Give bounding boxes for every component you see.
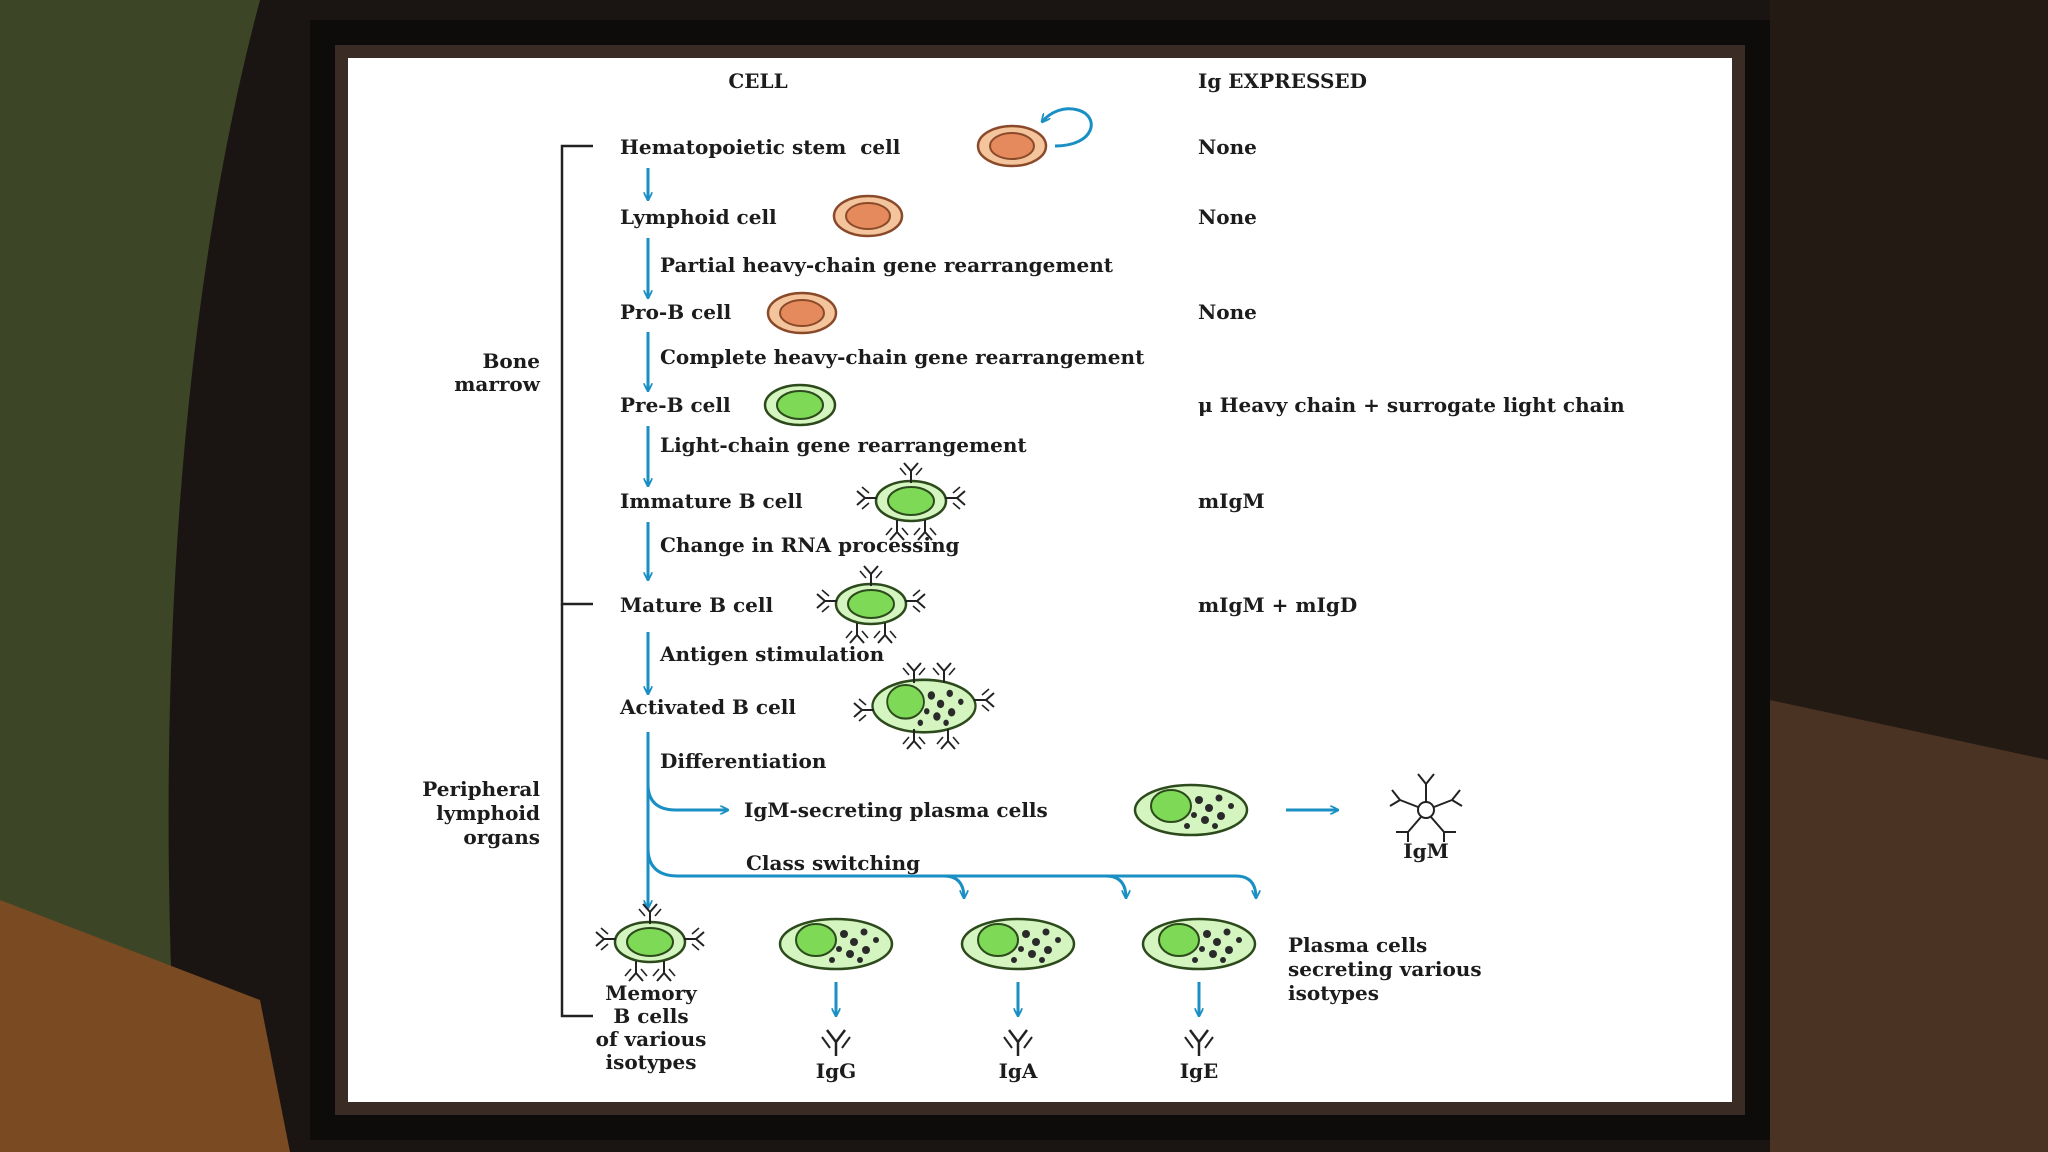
arrow-to-iga-plasma	[1105, 874, 1126, 898]
transition-light-chain: Light-chain gene rearrangement	[660, 433, 1027, 457]
ige-antibody-icon	[1183, 1028, 1215, 1058]
transition-antigen-stimulation: Antigen stimulation	[659, 642, 885, 666]
memory-b-cell	[596, 904, 704, 981]
svg-text:of various: of various	[596, 1027, 707, 1051]
immature-b-cell	[857, 463, 965, 540]
arrow-to-igm-plasma	[646, 783, 728, 810]
svg-text:Plasma cells: Plasma cells	[1288, 933, 1427, 957]
ig-hematopoietic: None	[1198, 135, 1257, 159]
ig-lymphoid: None	[1198, 205, 1257, 229]
ige-plasma-cell	[1141, 917, 1257, 971]
diagram-panel: CELL Ig EXPRESSED Bone marrow Peripheral…	[348, 58, 1732, 1102]
iga-label: IgA	[999, 1059, 1038, 1083]
memory-b-cells-label: Memory B cells of various isotypes	[596, 981, 707, 1074]
pro-b-cell	[766, 291, 838, 335]
stage-immature-b-cell: Immature B cell	[620, 489, 803, 513]
ige-label: IgE	[1180, 1059, 1219, 1083]
bone-marrow-label: Bone marrow	[454, 349, 541, 396]
svg-text:Peripheral: Peripheral	[422, 777, 540, 801]
stage-pre-b-cell: Pre-B cell	[620, 393, 731, 417]
iga-antibody-icon	[1002, 1028, 1034, 1058]
svg-text:isotypes: isotypes	[1288, 981, 1379, 1005]
pre-b-cell	[763, 383, 837, 427]
ig-mature-b: mIgM + mIgD	[1198, 593, 1357, 617]
igm-plasma-cell	[1133, 783, 1249, 837]
igm-label: IgM	[1403, 839, 1448, 863]
bone-marrow-bracket	[560, 144, 593, 606]
svg-text:Memory: Memory	[605, 981, 698, 1005]
svg-text:Bone: Bone	[482, 349, 540, 373]
ig-pre-b: μ Heavy chain + surrogate light chain	[1198, 393, 1625, 417]
transition-differentiation: Differentiation	[660, 749, 827, 773]
header-ig-expressed: Ig EXPRESSED	[1198, 69, 1367, 93]
transition-rna-processing: Change in RNA processing	[660, 533, 960, 557]
igg-antibody-icon	[820, 1028, 852, 1058]
stage-lymphoid-cell: Lymphoid cell	[620, 205, 777, 229]
arrow-to-igg-plasma	[943, 874, 964, 898]
svg-text:secreting various: secreting various	[1288, 957, 1482, 981]
svg-text:isotypes: isotypes	[605, 1050, 696, 1074]
svg-text:B cells: B cells	[613, 1004, 688, 1028]
stage-pro-b-cell: Pro-B cell	[620, 300, 732, 324]
b-cell-development-diagram: CELL Ig EXPRESSED Bone marrow Peripheral…	[422, 69, 1625, 1083]
activated-b-cell	[853, 662, 995, 750]
transition-class-switching: Class switching	[746, 851, 920, 875]
stage-hematopoietic-stem-cell: Hematopoietic stem cell	[620, 135, 901, 159]
transition-complete-heavy-chain: Complete heavy-chain gene rearrangement	[660, 345, 1145, 369]
peripheral-lymphoid-organs-label: Peripheral lymphoid organs	[422, 777, 540, 849]
igm-secreting-plasma-cells-label: IgM-secreting plasma cells	[744, 798, 1048, 822]
igg-plasma-cell	[778, 917, 894, 971]
iga-plasma-cell	[960, 917, 1076, 971]
ig-immature-b: mIgM	[1198, 489, 1265, 513]
header-cell: CELL	[728, 69, 787, 93]
transition-partial-heavy-chain: Partial heavy-chain gene rearrangement	[660, 253, 1114, 277]
plasma-cells-various-isotypes-label: Plasma cells secreting various isotypes	[1288, 933, 1482, 1005]
ig-pro-b: None	[1198, 300, 1257, 324]
stage-activated-b-cell: Activated B cell	[619, 695, 796, 719]
svg-text:lymphoid: lymphoid	[436, 801, 540, 825]
svg-text:marrow: marrow	[454, 372, 541, 396]
class-switching-line	[646, 847, 1256, 898]
mature-b-cell	[817, 566, 925, 643]
lymphoid-cell	[832, 194, 904, 238]
igg-label: IgG	[816, 1059, 856, 1083]
stage-mature-b-cell: Mature B cell	[620, 593, 773, 617]
hematopoietic-stem-cell	[976, 124, 1048, 168]
svg-text:organs: organs	[463, 825, 540, 849]
self-renewal-arrow	[1042, 107, 1093, 148]
igm-pentamer-icon	[1389, 773, 1463, 842]
peripheral-bracket	[560, 604, 593, 1018]
